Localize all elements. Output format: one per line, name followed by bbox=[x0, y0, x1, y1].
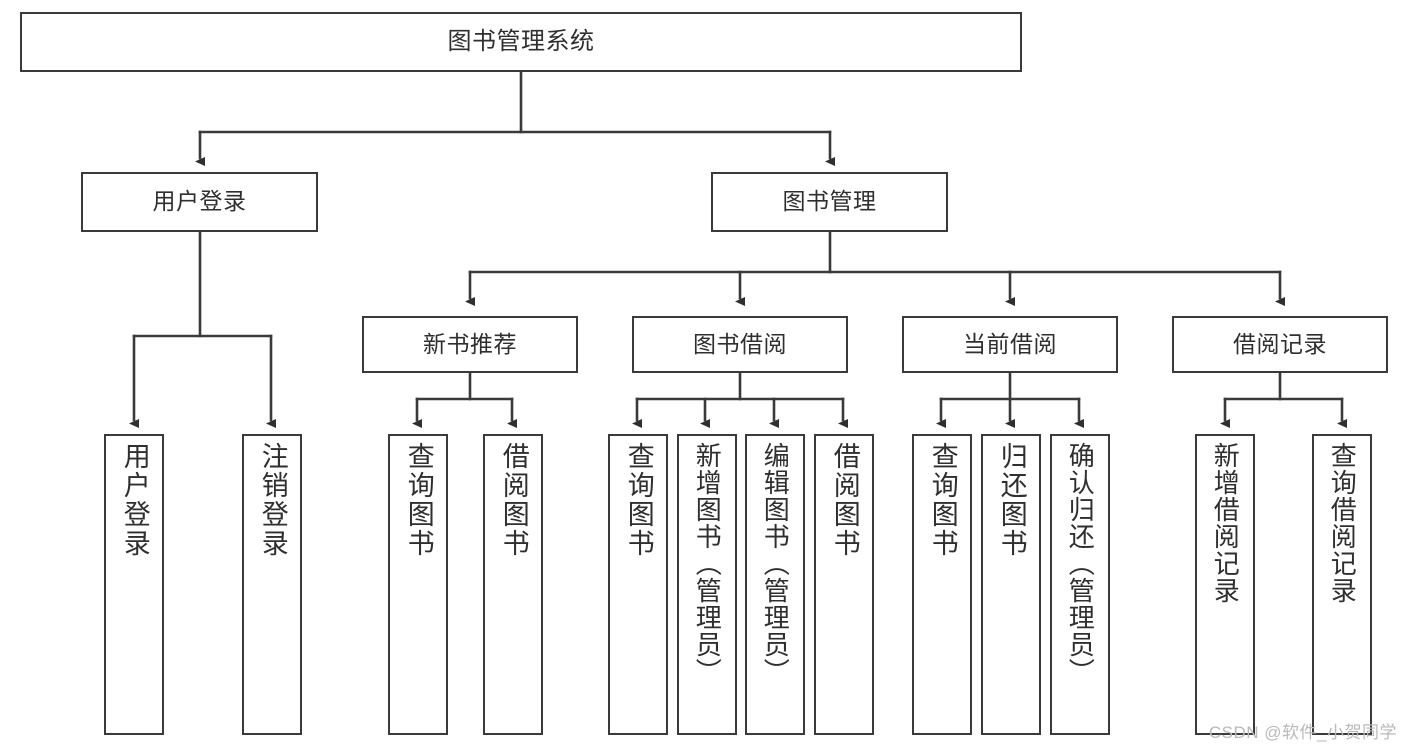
node-user-login[interactable]: 用户登录 bbox=[81, 172, 318, 232]
node-leaf-query-book-current[interactable]: 查询图书 bbox=[912, 434, 972, 735]
node-leaf-add-book-admin[interactable]: 新增图书（管理员） bbox=[677, 434, 737, 735]
node-leaf-query-book-borrow[interactable]: 查询图书 bbox=[608, 434, 668, 735]
node-label: 用户登录 bbox=[119, 442, 150, 558]
node-leaf-confirm-return-admin[interactable]: 确认归还（管理员） bbox=[1050, 434, 1110, 735]
node-leaf-add-borrow-record[interactable]: 新增借阅记录 bbox=[1195, 434, 1255, 735]
node-label: 查询图书 bbox=[403, 442, 434, 558]
node-leaf-borrow-book-newbook[interactable]: 借阅图书 bbox=[483, 434, 543, 735]
node-label: 查询图书 bbox=[927, 442, 958, 558]
node-label: 当前借阅 bbox=[963, 330, 1057, 357]
node-book-management[interactable]: 图书管理 bbox=[711, 172, 948, 232]
node-label: 查询图书 bbox=[623, 442, 654, 558]
node-label: 借阅图书 bbox=[498, 442, 529, 558]
node-label: 新增图书（管理员） bbox=[692, 442, 723, 685]
node-label: 编辑图书（管理员） bbox=[760, 442, 791, 685]
node-label: 查询借阅记录 bbox=[1327, 442, 1358, 604]
node-label: 新书推荐 bbox=[423, 330, 517, 357]
node-label: 图书管理 bbox=[782, 188, 877, 215]
node-leaf-query-borrow-record[interactable]: 查询借阅记录 bbox=[1312, 434, 1372, 735]
node-borrowing-record[interactable]: 借阅记录 bbox=[1172, 316, 1388, 373]
node-leaf-user-login[interactable]: 用户登录 bbox=[104, 434, 164, 735]
node-label: 归还图书 bbox=[996, 442, 1027, 558]
node-label: 注销登录 bbox=[257, 442, 288, 558]
node-root-book-management-system[interactable]: 图书管理系统 bbox=[20, 12, 1022, 72]
node-label: 借阅图书 bbox=[829, 442, 860, 558]
watermark-csdn: CSDN @软件_小贺同学 bbox=[1208, 723, 1397, 742]
node-leaf-borrow-book[interactable]: 借阅图书 bbox=[814, 434, 874, 735]
node-label: 图书借阅 bbox=[693, 330, 787, 357]
node-leaf-return-book[interactable]: 归还图书 bbox=[981, 434, 1041, 735]
node-label: 借阅记录 bbox=[1233, 330, 1327, 357]
node-new-book-recommendation[interactable]: 新书推荐 bbox=[362, 316, 578, 373]
node-label: 图书管理系统 bbox=[447, 27, 595, 55]
node-label: 用户登录 bbox=[152, 188, 247, 215]
node-label: 确认归还（管理员） bbox=[1065, 442, 1096, 685]
node-current-borrowing[interactable]: 当前借阅 bbox=[902, 316, 1118, 373]
node-leaf-edit-book-admin[interactable]: 编辑图书（管理员） bbox=[745, 434, 805, 735]
node-book-borrowing[interactable]: 图书借阅 bbox=[632, 316, 848, 373]
node-label: 新增借阅记录 bbox=[1210, 442, 1241, 604]
node-leaf-query-book-newbook[interactable]: 查询图书 bbox=[388, 434, 448, 735]
node-leaf-logout[interactable]: 注销登录 bbox=[242, 434, 302, 735]
